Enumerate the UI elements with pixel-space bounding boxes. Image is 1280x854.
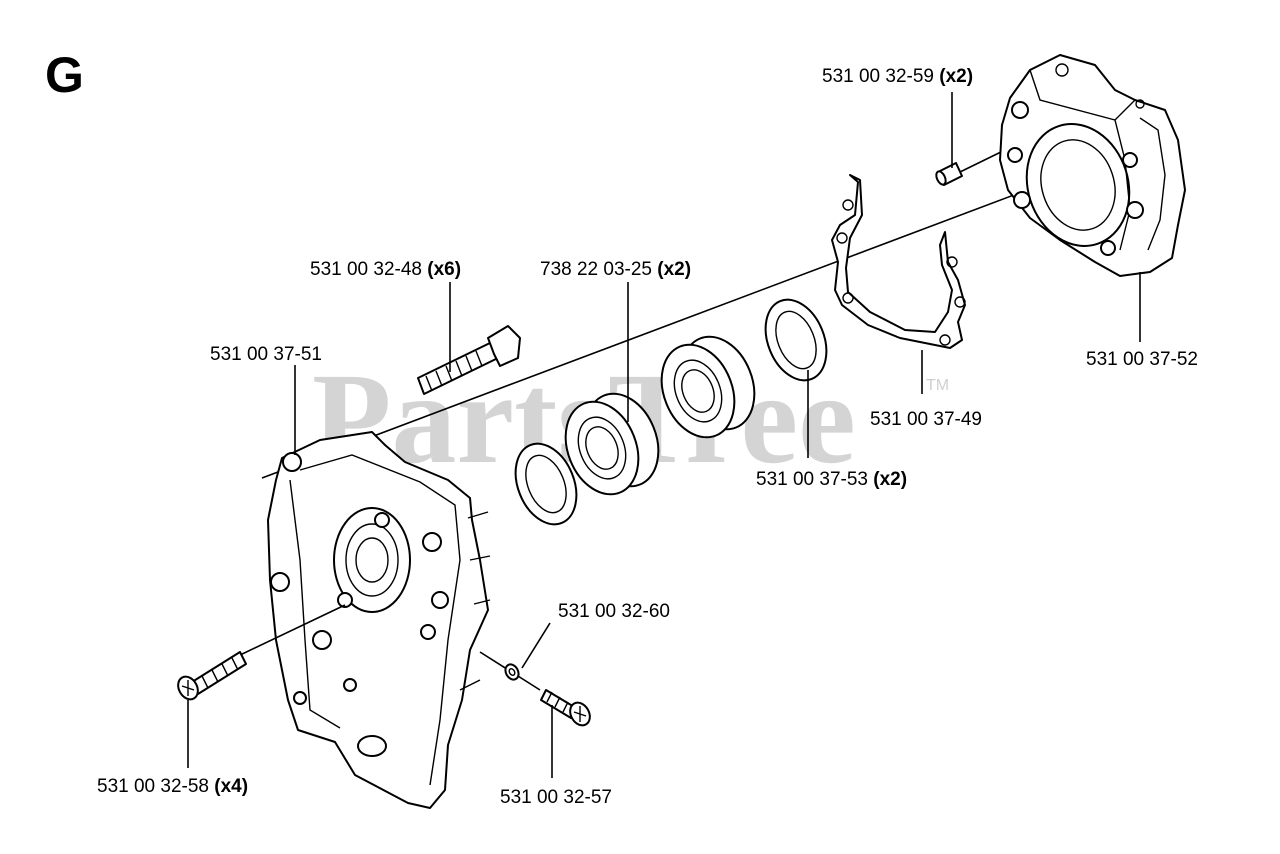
screw-531-00-32-48 xyxy=(417,325,521,395)
seal-ring-right xyxy=(764,298,828,382)
part-label-531-00-32-59: 531 00 32-59 (x2) xyxy=(822,66,973,87)
crankcase-left xyxy=(267,431,491,809)
assembly-axis xyxy=(261,171,1076,479)
part-label-531-00-37-52: 531 00 37-52 xyxy=(1086,349,1198,370)
part-label-531-00-32-60: 531 00 32-60 xyxy=(558,601,670,622)
seal-ring-left xyxy=(514,442,578,526)
leader-lines xyxy=(187,92,1141,778)
washer-531-00-32-60 xyxy=(479,651,541,691)
section-letter: G xyxy=(45,47,84,103)
watermark-tm: TM xyxy=(926,377,949,394)
part-label-738-22-03-25: 738 22 03-25 (x2) xyxy=(540,259,691,280)
part-label-531-00-37-51: 531 00 37-51 xyxy=(210,344,322,365)
pin-531-00-32-59 xyxy=(935,149,1006,186)
part-label-531-00-37-53: 531 00 37-53 (x2) xyxy=(756,469,907,490)
part-label-531-00-32-48: 531 00 32-48 (x6) xyxy=(310,259,461,280)
part-label-531-00-37-49: 531 00 37-49 xyxy=(870,409,982,430)
screw-531-00-32-57 xyxy=(540,689,591,727)
gasket-531-00-37-49 xyxy=(831,174,966,349)
part-label-531-00-32-58: 531 00 32-58 (x4) xyxy=(97,776,248,797)
part-label-531-00-32-57: 531 00 32-57 xyxy=(500,787,612,808)
screw-531-00-32-58 xyxy=(177,604,346,701)
bearing-1 xyxy=(564,392,660,496)
crankcase-right xyxy=(999,54,1186,277)
bearing-2 xyxy=(660,335,756,439)
